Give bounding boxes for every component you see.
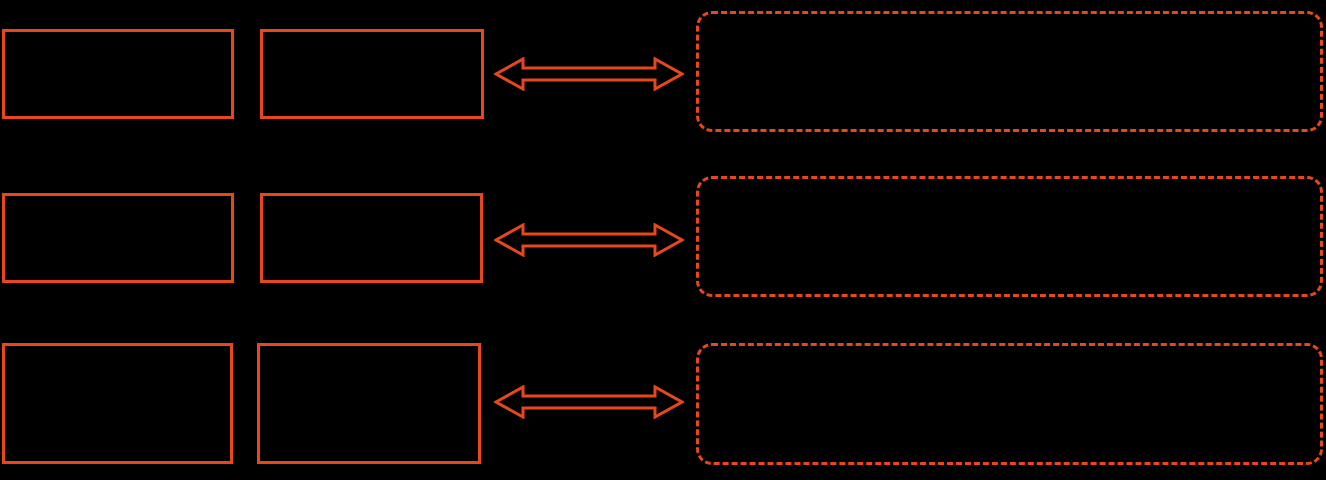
row2-double-arrow-icon <box>494 223 684 257</box>
row3-dashed-box <box>696 343 1323 465</box>
row2-dashed-box <box>696 176 1323 297</box>
row2-solid-box-right <box>260 193 483 283</box>
row3-double-arrow-icon <box>494 385 684 419</box>
row1-solid-box-left <box>2 29 234 119</box>
row2-solid-box-left <box>2 193 234 283</box>
row3-solid-box-right <box>257 343 481 464</box>
row1-dashed-box <box>696 11 1323 132</box>
row1-solid-box-right <box>260 29 484 119</box>
row1-double-arrow-icon <box>494 57 684 91</box>
row3-solid-box-left <box>2 343 233 464</box>
